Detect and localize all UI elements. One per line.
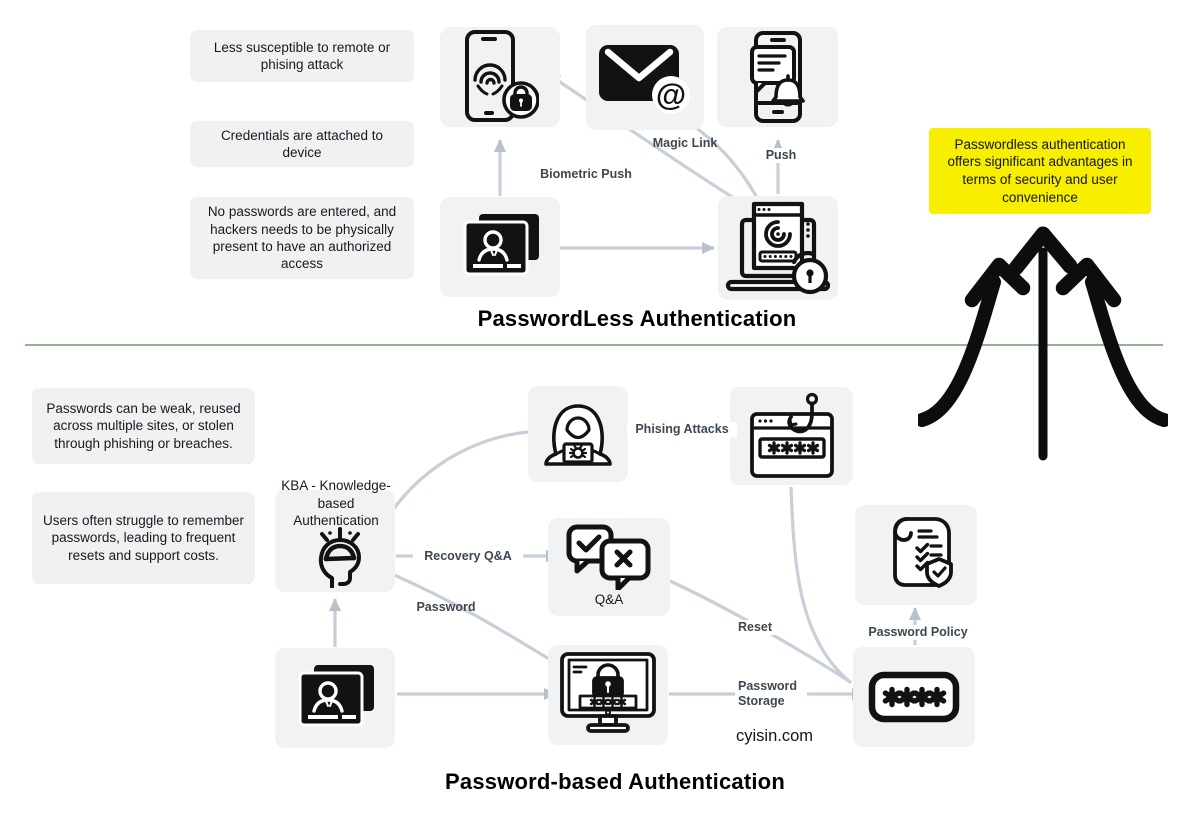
edge-kba-password-to-monitor [391, 572, 555, 664]
label-biometric-push: Biometric Push [540, 167, 632, 181]
policy-scroll-icon [893, 517, 953, 588]
node-password-storage [853, 647, 975, 747]
knowledge-head-icon [318, 527, 361, 588]
upgrade-arrows-icon [918, 226, 1168, 461]
label-password-storage: Password Storage [735, 679, 807, 709]
label-phising-attacks: Phising Attacks [627, 422, 737, 437]
benefit-text-1: Less susceptible to remote or phising at… [213, 39, 391, 72]
label-magic-link: Magic Link [652, 136, 718, 150]
node-push-phone [717, 27, 838, 127]
top-section-title: PasswordLess Authentication [477, 306, 797, 331]
problem-text-1: Passwords can be weak, reused across mul… [46, 401, 241, 451]
bottom-section-title: Password-based Authentication [445, 769, 785, 794]
qa-chat-icon [566, 524, 651, 590]
label-push: Push [752, 148, 810, 163]
advantage-note: Passwordless authentication offers signi… [929, 128, 1151, 214]
benefit-box-2: Credentials are attached to device [190, 121, 414, 167]
benefit-box-1: Less susceptible to remote or phising at… [190, 30, 414, 82]
browser-hook-icon [749, 392, 834, 478]
password-field-icon [868, 671, 960, 723]
node-phishing-browser [730, 387, 853, 485]
node-password-monitor [548, 645, 668, 745]
problem-box-2: Users often struggle to remember passwor… [32, 492, 255, 584]
id-card-icon [463, 214, 539, 276]
node-magic-link: @ [586, 25, 704, 130]
label-password: Password [416, 600, 476, 614]
node-password-policy [855, 505, 977, 605]
benefit-box-3: No passwords are entered, and hackers ne… [190, 197, 414, 279]
edge-phishing-to-storage [789, 486, 853, 685]
node-hacker [528, 386, 628, 482]
edge-hacker-to-kba [375, 430, 529, 539]
node-user-bottom [275, 648, 395, 748]
problem-text-2: Users often struggle to remember passwor… [42, 513, 245, 563]
phone-notification-icon [749, 31, 805, 123]
watermark: cyisin.com [736, 727, 814, 745]
label-recovery-qa: Recovery Q&A [413, 549, 523, 564]
laptop-fingerprint-lock-icon [725, 201, 831, 295]
benefit-text-2: Credentials are attached to device [220, 127, 384, 160]
label-password-policy: Password Policy [858, 625, 978, 640]
benefit-text-3: No passwords are entered, and hackers ne… [207, 204, 397, 272]
qa-label: Q&A [594, 592, 624, 607]
fingerprint-phone-icon [465, 30, 539, 122]
kba-label: KBA - Knowledge-based Authentication [281, 478, 391, 529]
svg-text:@: @ [656, 77, 686, 112]
node-biometric-phone [440, 27, 560, 127]
advantage-note-text: Passwordless authentication offers signi… [947, 136, 1133, 205]
label-reset: Reset [722, 620, 788, 635]
section-divider-line [25, 344, 1163, 346]
email-at-icon: @ [599, 44, 690, 114]
node-user-top [440, 197, 560, 297]
id-card-icon [298, 665, 374, 727]
problem-box-1: Passwords can be weak, reused across mul… [32, 388, 255, 464]
node-passwordless-laptop [718, 196, 838, 300]
hacker-icon [544, 404, 612, 466]
monitor-password-lock-icon [560, 652, 656, 733]
